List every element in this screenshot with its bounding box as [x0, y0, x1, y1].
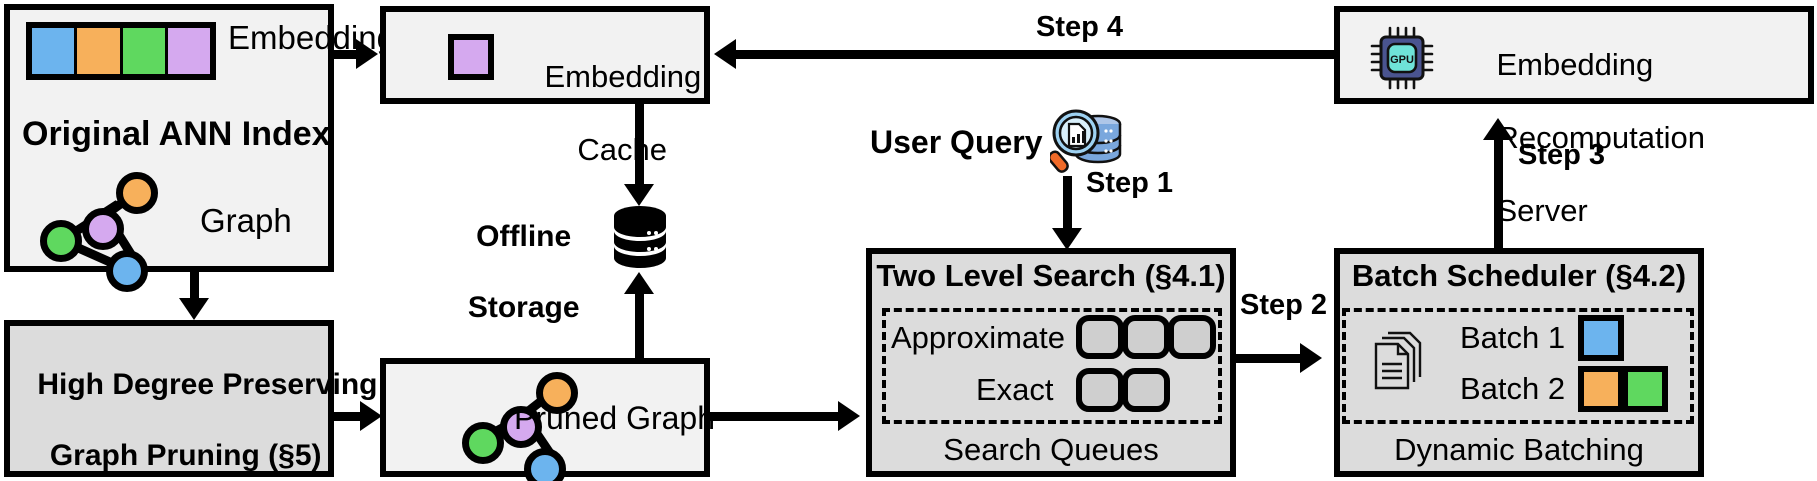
- arrow-pruned-to-search-head: [838, 401, 860, 431]
- recomputation-server-title-line3: Server: [1496, 192, 1588, 228]
- original-graph-glyph: [40, 168, 170, 292]
- arrow-step4-shaft: [736, 50, 1336, 59]
- embedding-cache-title-line2: Cache: [577, 131, 668, 167]
- approximate-slot-3[interactable]: [1168, 315, 1216, 359]
- step-2-label: Step 2: [1240, 289, 1328, 321]
- svg-text:GPU: GPU: [1390, 54, 1414, 66]
- graph-label: Graph: [200, 202, 292, 239]
- two-level-search-box[interactable]: [866, 248, 1236, 477]
- embedding-vector-swatches: [26, 22, 216, 80]
- embedding-cache-title-line1: Embedding: [544, 58, 702, 94]
- step-4-label: Step 4: [1036, 11, 1124, 43]
- dynamic-batching-footer: Dynamic Batching: [1394, 432, 1644, 467]
- arrow-step3-head: [1483, 118, 1513, 140]
- user-query-label: User Query: [870, 124, 1043, 160]
- batch-2-label: Batch 2: [1460, 371, 1566, 406]
- approximate-row-label: Approximate: [891, 320, 1066, 355]
- batch-scheduler-title: Batch Scheduler (§4.2): [1351, 258, 1687, 293]
- graph-node-orange: [116, 172, 158, 214]
- step-1-label: Step 1: [1086, 167, 1174, 199]
- arrow-step3-shaft: [1494, 138, 1503, 250]
- arrow-cache-to-storage-shaft: [635, 104, 644, 188]
- arrow-index-to-pruning-shaft: [190, 272, 199, 304]
- approximate-slot-1[interactable]: [1076, 315, 1124, 359]
- original-ann-index-title: Original ANN Index: [22, 115, 331, 153]
- arrow-pruning-to-pruned-head: [360, 401, 382, 431]
- exact-row-label: Exact: [976, 372, 1054, 407]
- arrow-index-to-pruning-head: [179, 298, 209, 320]
- search-database-icon: [1047, 104, 1126, 176]
- embedding-cell-green: [122, 28, 168, 74]
- gpu-chip-icon: GPU: [1368, 24, 1440, 92]
- search-queues-dashed-region: [882, 308, 1222, 424]
- database-cylinder-icon: [613, 205, 667, 269]
- graph-pruning-box[interactable]: [4, 320, 334, 477]
- pruned-graph-node-green: [462, 422, 504, 464]
- search-queues-footer: Search Queues: [943, 432, 1159, 467]
- batch-scheduler-box[interactable]: [1334, 248, 1704, 477]
- arrow-pruned-to-storage-head: [624, 272, 654, 294]
- embedding-cell-purple: [167, 28, 210, 74]
- step-3-label: Step 3: [1518, 139, 1606, 171]
- offline-storage-label-line1: Offline: [476, 220, 572, 254]
- embedding-cache-box[interactable]: [380, 6, 710, 104]
- exact-slot-2[interactable]: [1122, 368, 1170, 412]
- approximate-slot-2[interactable]: [1122, 315, 1170, 359]
- arrow-cache-to-storage-head: [624, 184, 654, 206]
- graph-node-blue: [106, 250, 148, 292]
- graph-pruning-title-line2: Graph Pruning (§5): [49, 439, 322, 473]
- offline-storage-label-line2: Storage: [467, 291, 580, 325]
- arrow-pruned-to-search-shaft: [710, 412, 840, 421]
- batch-1-label: Batch 1: [1460, 320, 1566, 355]
- arrow-index-to-cache-head: [356, 39, 378, 69]
- batch-2-tile-orange: [1578, 366, 1624, 412]
- recomputation-server-title-line1: Embedding: [1496, 46, 1654, 82]
- two-level-search-title: Two Level Search (§4.1): [876, 258, 1226, 293]
- embedding-cache-swatch: [448, 34, 494, 80]
- exact-slot-1[interactable]: [1076, 368, 1124, 412]
- recomputation-server-title: Embedding Recomputation Server: [1462, 10, 1705, 266]
- pruned-graph-node-purple: [500, 406, 542, 448]
- offline-storage-label: Offline Storage: [412, 184, 602, 361]
- embedding-cache-title: Embedding Cache: [510, 22, 702, 205]
- arrow-step2-head: [1300, 343, 1322, 373]
- arrow-step1-head: [1052, 228, 1082, 250]
- graph-pruning-title: High Degree Preserving Graph Pruning (§5…: [4, 332, 377, 481]
- arrow-step1-shaft: [1063, 176, 1072, 234]
- documents-stack-icon: [1372, 330, 1422, 392]
- embedding-cell-orange: [77, 28, 123, 74]
- arrow-step4-head: [714, 39, 736, 69]
- embedding-cell-blue: [32, 28, 78, 74]
- arrow-step2-shaft: [1236, 354, 1306, 363]
- pruned-graph-node-orange: [536, 372, 578, 414]
- pruned-graph-node-blue: [524, 448, 566, 481]
- dynamic-batching-dashed-region: [1342, 308, 1694, 424]
- arrow-index-to-cache-shaft: [334, 50, 364, 59]
- graph-pruning-title-line1: High Degree Preserving: [37, 368, 378, 402]
- batch-1-tile-blue: [1578, 315, 1624, 361]
- graph-node-purple: [82, 208, 124, 250]
- recomputation-server-title-line2: Recomputation: [1496, 119, 1705, 155]
- batch-2-tile-green: [1622, 366, 1668, 412]
- pruned-graph-label: Pruned Graph: [514, 400, 716, 436]
- graph-node-green: [40, 220, 82, 262]
- arrow-pruning-to-pruned-shaft: [334, 412, 368, 421]
- pruned-graph-glyph: [462, 368, 582, 481]
- arrow-pruned-to-storage-shaft: [635, 292, 644, 358]
